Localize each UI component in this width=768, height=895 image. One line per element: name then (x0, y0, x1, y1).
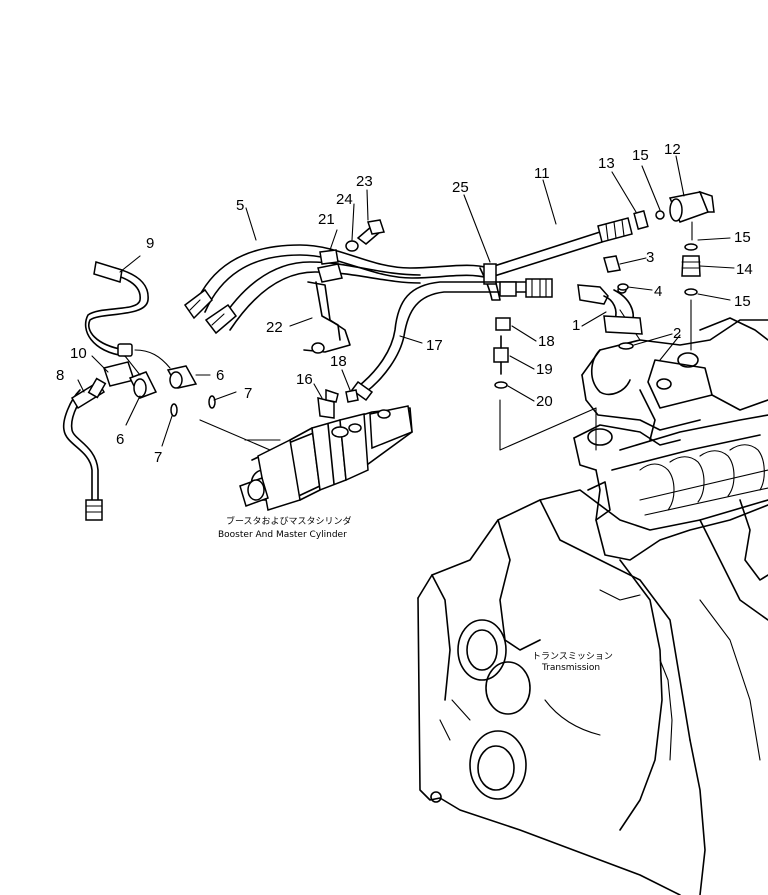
callout-5: 5 (236, 197, 244, 214)
callout-12: 12 (664, 141, 681, 158)
callout-8: 8 (56, 367, 64, 384)
callout-2: 2 (673, 325, 681, 342)
callout-7-right: 7 (244, 385, 252, 402)
control-valve-block (573, 317, 768, 601)
callout-17: 17 (426, 337, 443, 354)
callout-1: 1 (572, 317, 580, 334)
bracket (303, 219, 385, 354)
callout-16: 16 (296, 371, 313, 388)
callout-22: 22 (266, 319, 283, 336)
callout-15-bottom: 15 (734, 293, 751, 310)
small-fittings (493, 255, 634, 389)
callout-18-right: 18 (538, 333, 555, 350)
callout-14: 14 (736, 261, 753, 278)
booster-master-cylinder (199, 388, 413, 511)
callout-6-right: 6 (216, 367, 224, 384)
callout-10: 10 (70, 345, 87, 362)
callout-18-left: 18 (330, 353, 347, 370)
leader-lines (499, 309, 681, 451)
callout-3: 3 (646, 249, 654, 266)
transmission-caption-jp: トランスミッション (532, 651, 613, 662)
booster-caption-en: Booster And Master Cylinder (218, 530, 347, 540)
callout-13: 13 (598, 155, 615, 172)
callout-25: 25 (452, 179, 469, 196)
booster-caption-jp: ブースタおよびマスタシリンダ (226, 515, 352, 527)
callout-9: 9 (146, 235, 154, 252)
callout-19: 19 (536, 361, 553, 378)
callout-6-left: 6 (116, 431, 124, 448)
callout-numbers: 1 2 3 4 5 6 6 7 7 8 9 10 11 12 13 14 15 … (56, 141, 753, 466)
transmission-caption-en: Transmission (541, 663, 600, 673)
callout-7-left: 7 (154, 449, 162, 466)
callout-leaders (77, 155, 735, 447)
callout-11: 11 (534, 165, 550, 182)
transmission-housing (417, 489, 768, 895)
callout-24: 24 (336, 191, 353, 208)
callout-20: 20 (536, 393, 553, 410)
callout-23: 23 (356, 173, 373, 190)
callout-15-middle: 15 (734, 229, 751, 246)
callout-4: 4 (654, 283, 662, 300)
callout-15-top: 15 (632, 147, 649, 164)
hoses (62, 190, 715, 521)
captions: ブースタおよびマスタシリンダ Booster And Master Cylind… (218, 515, 613, 673)
callout-21: 21 (318, 211, 335, 228)
